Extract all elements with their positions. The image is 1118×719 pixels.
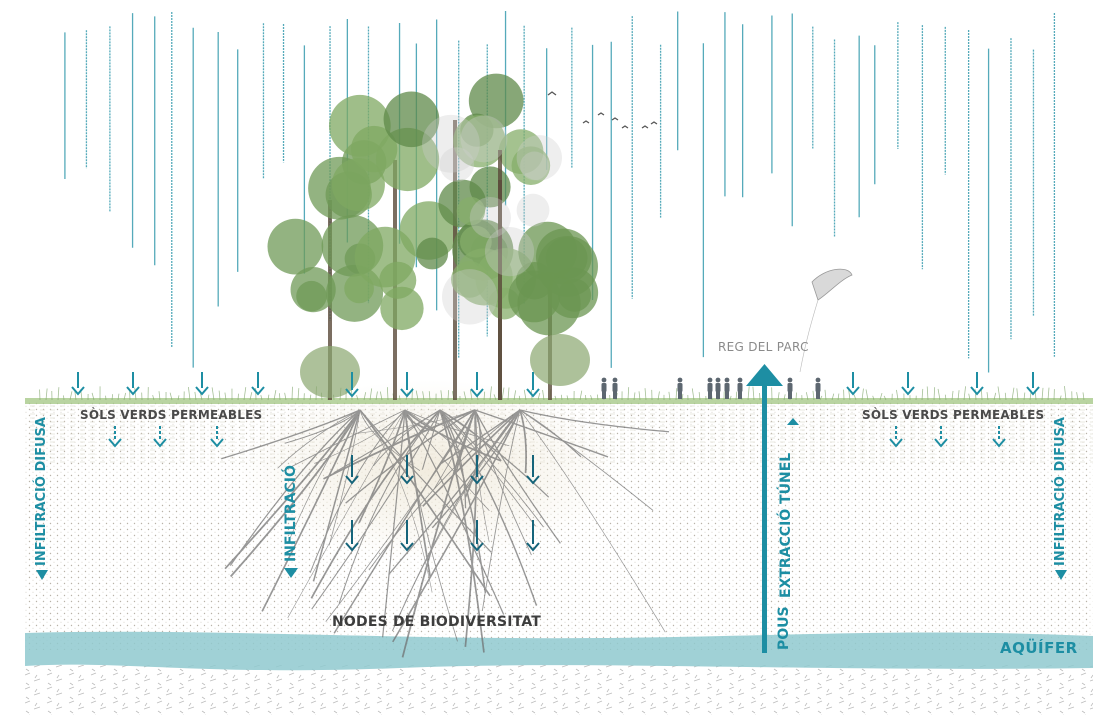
kite-icon <box>799 268 853 373</box>
wells-label: POUS <box>776 606 792 650</box>
down-arrow-icon <box>71 372 1040 552</box>
ground-line <box>25 398 1093 404</box>
infiltration-right-label: INFILTRACIÓ DIFUSA <box>1053 417 1068 566</box>
aquifer-layer <box>25 631 1093 671</box>
person-icon <box>601 377 821 399</box>
irrigation-label: REG DEL PARC <box>718 340 809 354</box>
up-arrow-icon <box>746 364 799 653</box>
biodiversity-label: NODES DE BIODIVERSITAT <box>332 614 542 630</box>
bird-icon <box>547 91 658 129</box>
soils-left-label: SÒLS VERDS PERMEABLES <box>80 408 263 422</box>
aquifer-label: AQÜÍFER <box>1000 639 1078 657</box>
tunnel-extraction-label: EXTRACCIÓ TÚNEL <box>778 452 794 598</box>
infiltration-arrow-icon <box>36 568 1067 580</box>
root-icon <box>221 409 670 658</box>
bedrock-layer <box>25 665 1093 715</box>
tree-icon <box>267 73 599 400</box>
soils-right-label: SÒLS VERDS PERMEABLES <box>862 408 1045 422</box>
infiltration-left-label: INFILTRACIÓ DIFUSA <box>34 417 49 566</box>
infiltration-center-label: INFILTRACIÓ <box>283 465 299 562</box>
